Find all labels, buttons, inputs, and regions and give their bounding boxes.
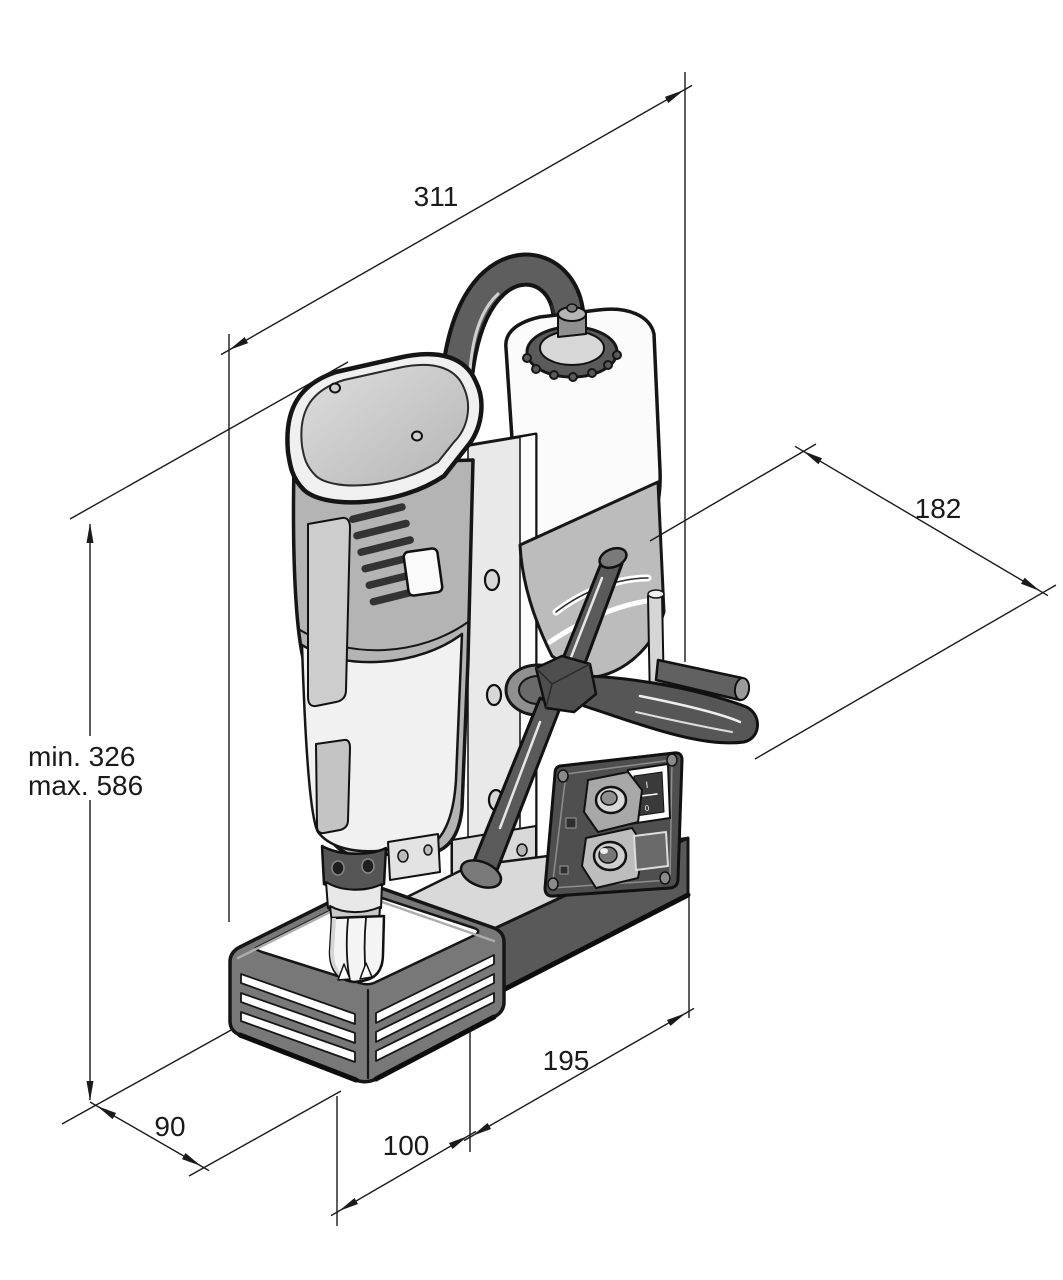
dim-base-front: 100 — [330, 1130, 477, 1217]
dim-label-base-width: 90 — [154, 1111, 185, 1142]
base-bottom-shadow — [467, 892, 691, 1010]
cap-screw — [411, 430, 423, 442]
ext-height-top — [69, 361, 349, 520]
basket-slots-right — [375, 954, 495, 1062]
tank-cap — [522, 303, 622, 382]
dim-depth: 182 — [794, 445, 1049, 597]
stop-button — [581, 827, 645, 889]
dim-base-side: 195 — [463, 1007, 695, 1142]
control-panel: I 0 — [543, 751, 684, 898]
ext-182-left — [649, 443, 817, 542]
ext-height-bottom — [61, 1028, 234, 1125]
motor-side-panel — [307, 516, 351, 708]
dim-total-width: 311 — [220, 84, 693, 356]
dim-base-width: 90 — [89, 1101, 210, 1172]
dim-label-total-width: 311 — [414, 181, 459, 212]
motor-window-inset — [402, 547, 444, 597]
cutter-tooth — [359, 962, 373, 980]
annular-cutter — [328, 914, 386, 984]
dim-label-base-side: 195 — [543, 1045, 590, 1076]
chip-guard-basket — [228, 883, 506, 1084]
drive-button — [583, 771, 643, 833]
dim-label-depth: 182 — [915, 493, 962, 524]
dim-label-base-front: 100 — [383, 1130, 430, 1161]
switch-on-label: I — [645, 780, 649, 790]
extension-lines — [61, 72, 1057, 1226]
cable-gland — [654, 658, 751, 702]
magnetic-core-drill-illustration: I 0 — [228, 252, 759, 1084]
dim-label-height-min: min. 326 — [28, 741, 135, 772]
ext-90-right — [188, 1090, 342, 1177]
motor-top-cap — [285, 351, 484, 505]
motor-housing — [285, 351, 484, 858]
guard-mount — [387, 833, 441, 881]
ext-182-right — [754, 584, 1057, 760]
basket-slots-left — [240, 973, 356, 1063]
cap-screw — [329, 382, 341, 394]
cutter-tooth — [337, 963, 351, 981]
panel-recess — [633, 831, 669, 871]
switch-off-label: 0 — [644, 804, 650, 813]
crank-spoke-right — [582, 674, 759, 745]
dim-height: min. 326 max. 586 — [28, 523, 143, 1101]
dim-label-height-max: max. 586 — [28, 770, 143, 801]
dimension-annotations: 311 min. 326 max. 586 90 100 195 — [28, 72, 1057, 1226]
feed-crank — [459, 546, 759, 889]
